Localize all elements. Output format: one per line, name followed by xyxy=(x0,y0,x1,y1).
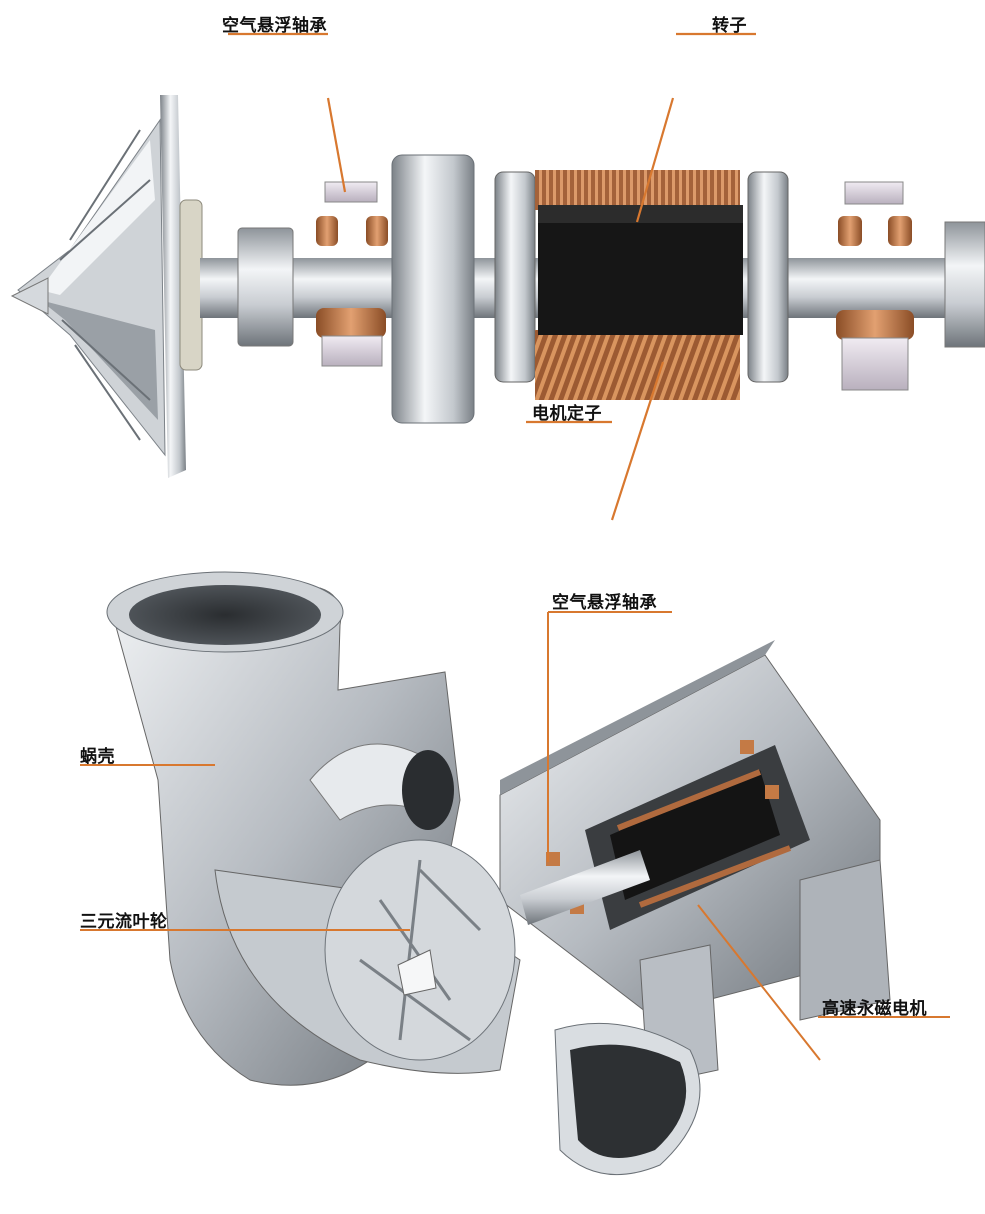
rotor-core xyxy=(538,205,743,335)
label-air-bearing-bottom: 空气悬浮轴承 xyxy=(552,593,657,613)
stator-coil-bottom xyxy=(535,330,740,400)
compressor-cutaway-illustration xyxy=(106,571,891,1176)
air-bearing-right xyxy=(836,181,914,391)
label-high-speed-pm-motor: 高速永磁电机 xyxy=(822,999,927,1019)
label-motor-stator: 电机定子 xyxy=(532,404,602,424)
label-rotor: 转子 xyxy=(712,16,747,36)
impeller-top xyxy=(10,95,186,478)
stator-coil-top xyxy=(535,170,740,210)
rotor-assembly-illustration xyxy=(10,95,985,478)
motor-rotor-core xyxy=(610,770,780,900)
label-impeller: 三元流叶轮 xyxy=(80,912,168,932)
label-volute: 蜗壳 xyxy=(80,747,115,767)
thrust-disc xyxy=(179,199,203,371)
thrust-collar xyxy=(391,154,475,424)
top-leaders xyxy=(228,32,756,521)
impeller-bottom xyxy=(324,839,516,1061)
label-air-bearing-top: 空气悬浮轴承 xyxy=(222,16,327,36)
air-bearing-left xyxy=(316,181,388,367)
motor-foot xyxy=(799,859,891,1021)
bottom-leaders xyxy=(80,611,950,1061)
